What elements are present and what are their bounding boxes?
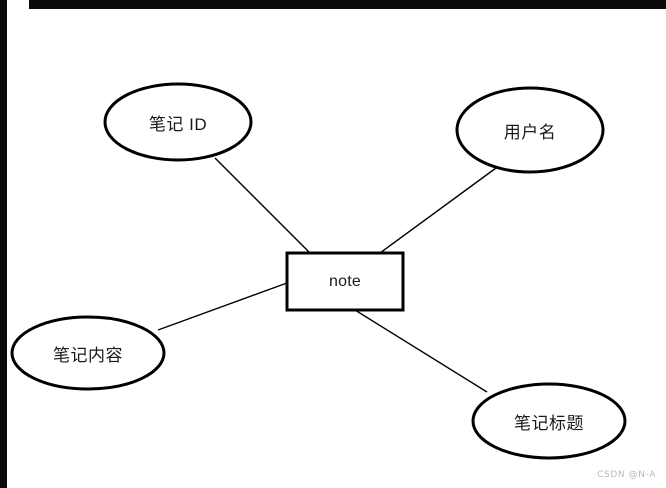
entity-note[interactable] — [285, 251, 405, 312]
scan-edge-band-left — [0, 0, 7, 488]
connector-note-title — [354, 309, 488, 393]
connector-username — [379, 167, 497, 254]
attribute-note-title[interactable] — [471, 382, 627, 460]
attribute-note-id[interactable] — [103, 82, 253, 162]
attribute-username[interactable] — [455, 86, 605, 174]
watermark: CSDN @N-A — [597, 470, 656, 480]
shapes-group — [10, 82, 627, 460]
connector-note-content — [157, 282, 288, 331]
scan-edge-band-top — [0, 0, 666, 9]
scan-edge-notch — [7, 0, 29, 22]
attribute-note-content[interactable] — [10, 315, 166, 391]
connector-note-id — [214, 157, 311, 254]
connectors-group — [157, 157, 497, 393]
